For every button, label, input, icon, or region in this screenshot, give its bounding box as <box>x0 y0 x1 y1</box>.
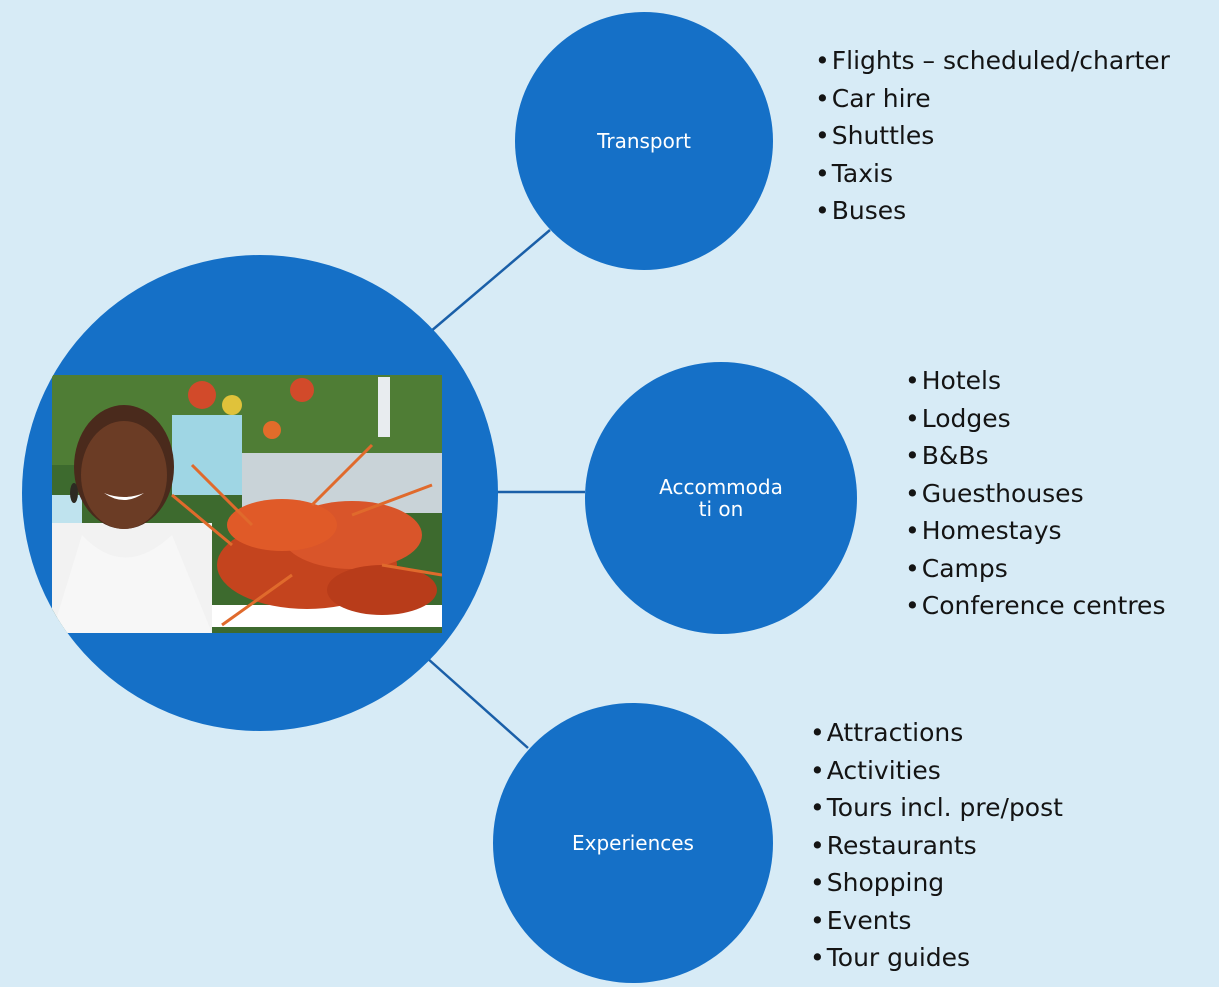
transport-label: Transport <box>597 129 691 153</box>
transport-circle: Transport <box>515 12 773 270</box>
list-item: Shopping <box>810 864 1063 902</box>
list-item: Taxis <box>815 155 1170 193</box>
list-item: Camps <box>905 550 1165 588</box>
list-item: Hotels <box>905 362 1165 400</box>
list-item: Car hire <box>815 80 1170 118</box>
list-item: Shuttles <box>815 117 1170 155</box>
woman-with-lobsters-photo <box>52 375 442 633</box>
experiences-list: Attractions Activities Tours incl. pre/p… <box>810 714 1063 977</box>
list-item: Tours incl. pre/post <box>810 789 1063 827</box>
experiences-circle: Experiences <box>493 703 773 983</box>
list-item: Conference centres <box>905 587 1166 625</box>
list-item: Activities <box>810 752 1063 790</box>
list-item: Homestays <box>905 512 1165 550</box>
list-item: Lodges <box>905 400 1165 438</box>
hub-circle <box>22 255 498 731</box>
experiences-label: Experiences <box>572 831 694 855</box>
accommodation-circle: Accommodati on <box>585 362 857 634</box>
list-item: Events <box>810 902 1063 940</box>
list-item: Flights – scheduled/charter <box>815 42 1170 80</box>
list-item: Attractions <box>810 714 1063 752</box>
transport-list: Flights – scheduled/charter Car hire Shu… <box>815 42 1170 230</box>
connector-experiences <box>426 657 529 749</box>
list-item: Buses <box>815 192 1170 230</box>
list-item: Restaurants <box>810 827 1063 865</box>
hub-photo <box>52 375 442 633</box>
accommodation-label: Accommodati on <box>659 475 783 521</box>
connector-transport <box>429 229 551 333</box>
list-item: Tour guides <box>810 939 1063 977</box>
list-item: B&Bs <box>905 437 1165 475</box>
list-item: Guesthouses <box>905 475 1165 513</box>
accommodation-list: Hotels Lodges B&Bs Guesthouses Homestays… <box>905 362 1166 625</box>
